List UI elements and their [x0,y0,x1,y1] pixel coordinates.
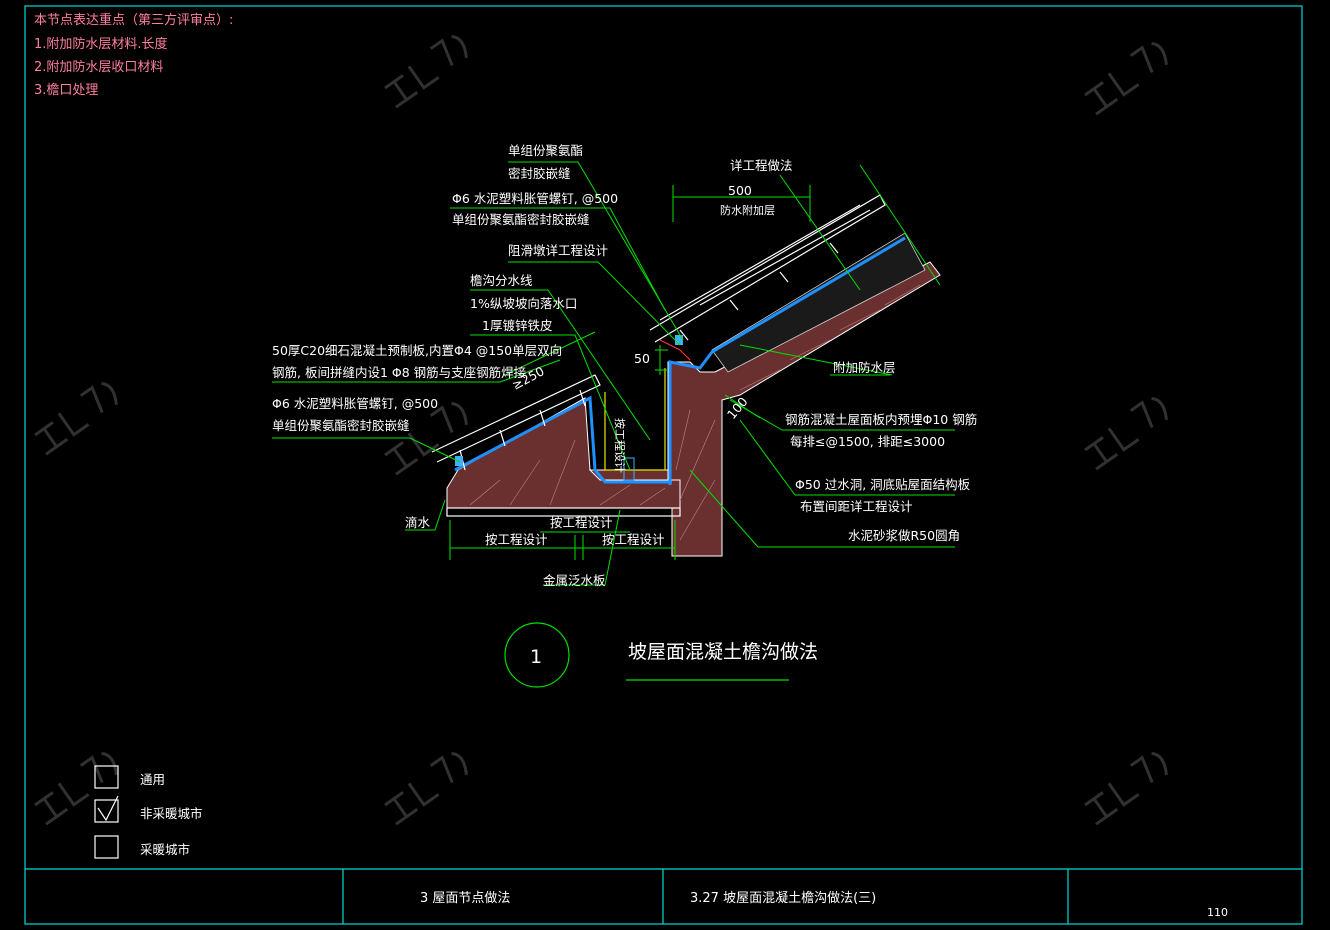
dim-label-design: 按工程设计 [485,532,548,547]
label-screw-500: Φ6 水泥塑料胀管螺钉, @500 [452,191,618,206]
legend-label-general: 通用 [140,772,165,787]
galvanized-sheet [604,368,666,471]
label-waterproof-extra: 防水附加层 [720,203,775,217]
check-mark-icon [97,795,119,822]
label-metal-flashing: 金属泛水板 [543,573,606,588]
label-sealant-joint-2: 单组份聚氨酯密封胶嵌缝 [452,212,590,227]
legend-label-heating: 采暖城市 [140,842,190,857]
note-item: 2.附加防水层收口材料 [34,59,163,75]
page-number: 110 [1207,906,1228,919]
gutter-section-detail [431,194,941,557]
label-precast-slab: 50厚C20细石混凝土预制板,内置Φ4 @150单层双向 [272,343,562,358]
label-vertical-design: 按工程设计 [613,418,627,473]
detail-number: 1 [530,646,542,668]
dim-50: 50 [634,351,650,366]
label-mortar-fillet: 水泥砂浆做R50圆角 [848,528,960,543]
legend-label-non-heating: 非采暖城市 [140,806,203,821]
leader-lines [272,161,955,586]
dim-label-design: 按工程设计 [550,515,613,530]
label-polyurethane: 单组份聚氨酯 [508,143,583,158]
label-embed-rebar: 钢筋混凝土屋面板内预埋Φ10 钢筋 [785,412,977,427]
label-galvanized: 1厚镀锌铁皮 [482,318,552,333]
dim-label-design: 按工程设计 [602,532,665,547]
roof-tiles-right [649,194,886,343]
watermark-logo [34,35,1168,826]
drain-hole [623,457,635,481]
dim-500: 500 [728,183,752,198]
checkbox-general[interactable] [94,765,119,789]
sealant-line [659,339,691,361]
label-spacing: 每排≤@1500, 排距≤3000 [790,434,945,449]
detail-title: 坡屋面混凝土檐沟做法 [628,641,818,663]
label-detail-method: 详工程做法 [730,158,793,173]
label-anti-slip: 阻滑墩详工程设计 [508,243,608,258]
note-item: 3.檐口处理 [34,83,98,98]
gutter-membrane [454,395,672,484]
title-block-section: 3 屋面节点做法 [420,891,510,906]
screw-right [675,335,683,345]
label-gutter-divide: 檐沟分水线 [470,273,533,288]
eave-soffit [446,507,681,517]
label-additional-waterproof: 附加防水层 [833,360,896,375]
notes-heading: 本节点表达重点（第三方评审点）: [34,12,233,28]
gutter-wall [667,261,941,557]
label-slope: 1%纵坡坡向落水口 [470,296,577,311]
label-drip: 滴水 [405,515,431,530]
label-screw-500-lower: Φ6 水泥塑料胀管螺钉, @500 [272,396,438,411]
detail-number-circle [504,622,570,688]
label-sealant-lower: 单组份聚氨酯密封胶嵌缝 [272,418,410,433]
label-layout-spacing: 布置间距详工程设计 [800,499,913,514]
additional-waterproof-layer [668,236,906,485]
note-item: 1.附加防水层材料.长度 [34,36,168,52]
insulation-layer [711,232,926,373]
title-block-drawing-name: 3.27 坡屋面混凝土檐沟做法(三) [690,890,876,906]
label-sealant-joint: 密封胶嵌缝 [508,166,571,181]
label-rebar: 钢筋, 板间拼缝内设1 Φ8 钢筋与支座钢筋焊接 [272,365,527,380]
label-drain-hole: Φ50 过水洞, 洞底贴屋面结构板 [795,477,971,492]
checkbox-heating-city[interactable] [94,835,119,859]
checkbox-non-heating-city[interactable] [94,799,119,823]
left-roof-slab [446,397,681,509]
